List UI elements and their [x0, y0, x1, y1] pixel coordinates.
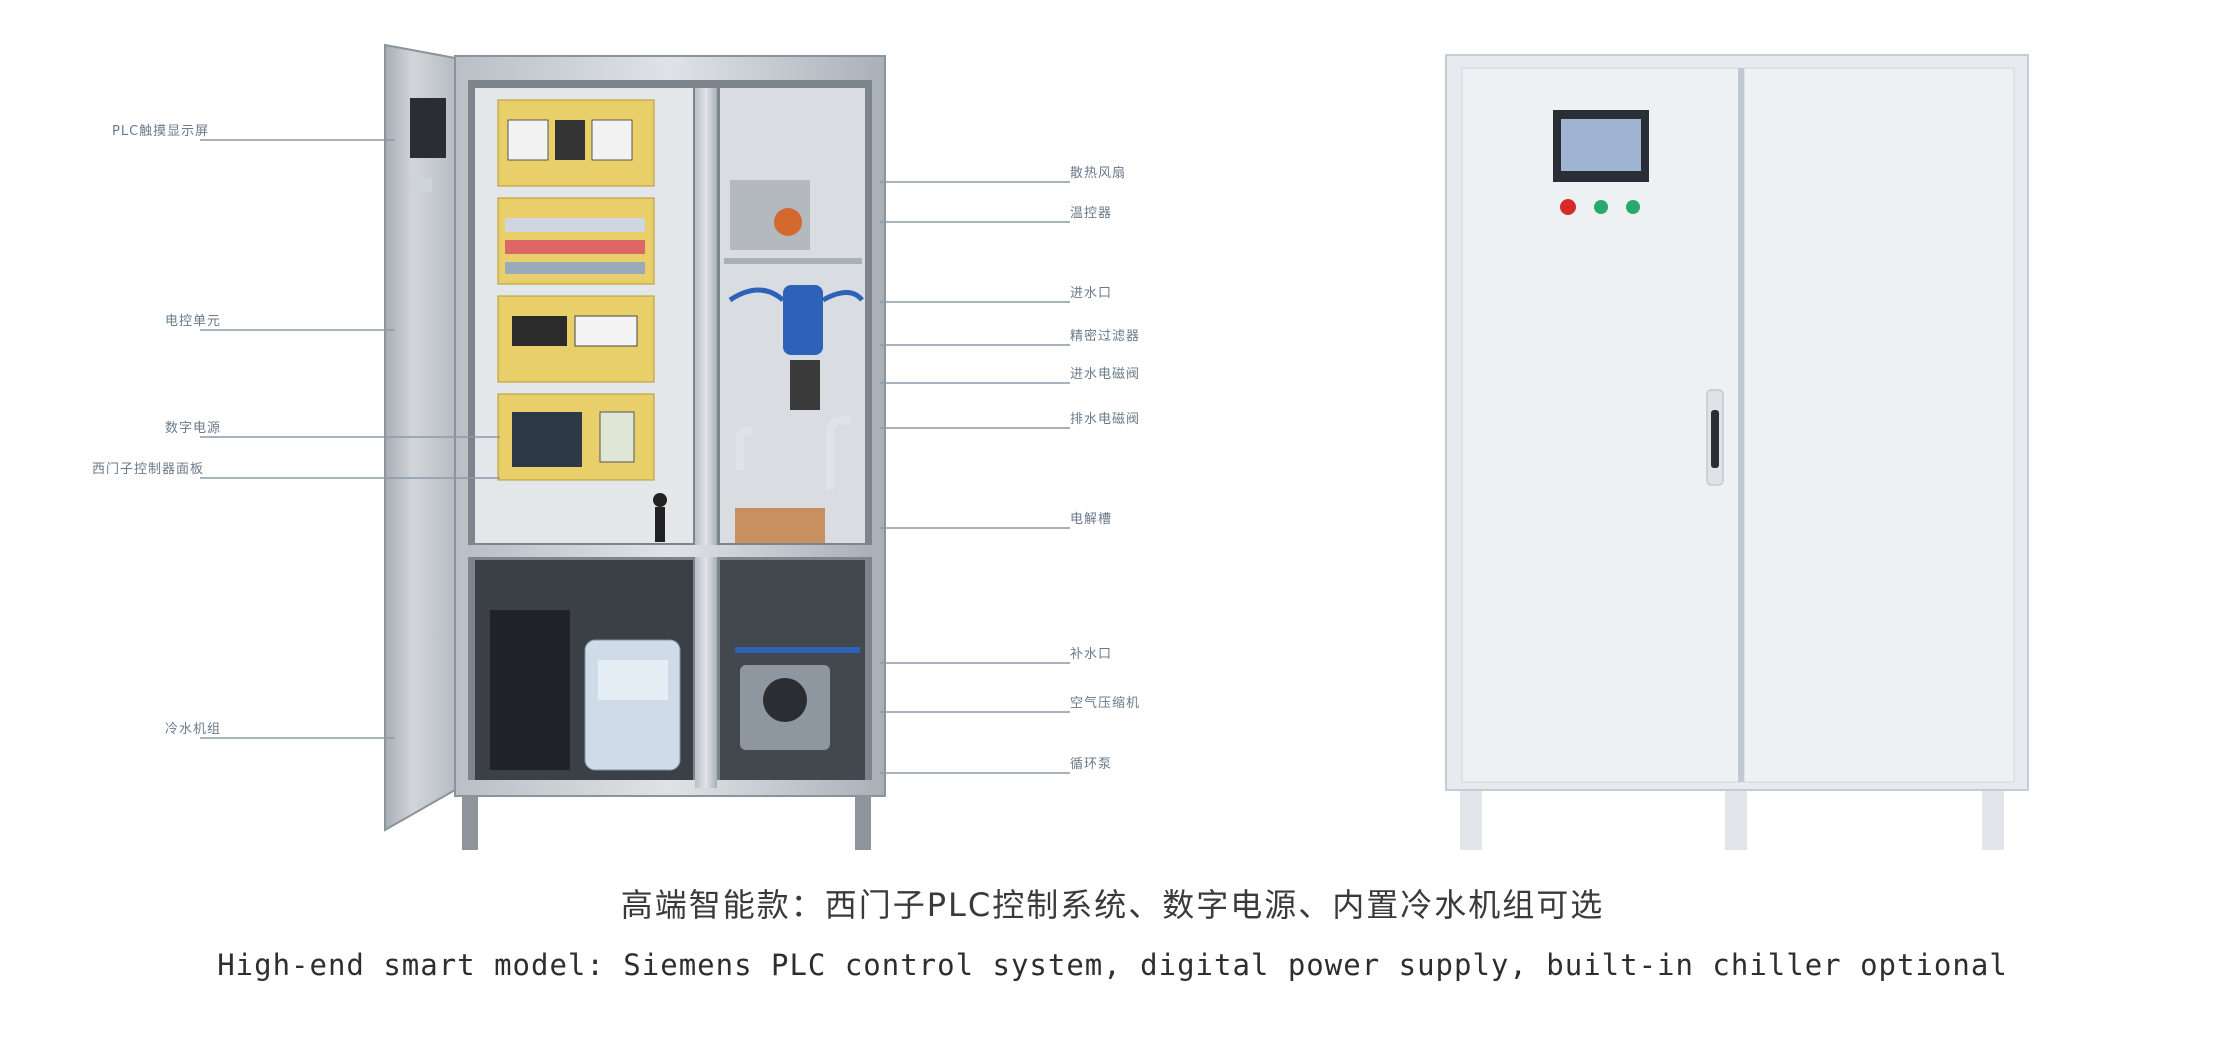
closed-cabinet [1445, 54, 2029, 850]
callout-air-compressor: 空气压缩机 [1070, 696, 1141, 711]
red-indicator-icon [1560, 199, 1576, 215]
callout-electrolyzer: 电解槽 [1070, 512, 1113, 527]
green-indicator-icon-2 [1626, 200, 1640, 214]
caption-english: High-end smart model: Siemens PLC contro… [217, 948, 2008, 982]
callout-electric-control: 电控单元 [165, 314, 222, 329]
callout-chiller: 冷水机组 [165, 722, 222, 737]
callout-plc-touchscreen: PLC触摸显示屏 [112, 124, 210, 139]
callout-cooling-fan: 散热风扇 [1070, 166, 1127, 181]
callout-thermostat: 温控器 [1070, 206, 1113, 221]
callout-water-inlet: 进水口 [1070, 286, 1113, 301]
callout-refill-port: 补水口 [1070, 647, 1113, 662]
callout-inlet-valve: 进水电磁阀 [1070, 367, 1141, 382]
caption-chinese: 高端智能款：西门子PLC控制系统、数字电源、内置冷水机组可选 [620, 886, 1605, 924]
leader-lines [200, 139, 1070, 774]
callout-siemens-panel: 西门子控制器面板 [92, 462, 205, 477]
callout-drain-valve: 排水电磁阀 [1070, 412, 1141, 427]
callout-digital-power: 数字电源 [165, 421, 222, 436]
callout-precision-filter: 精密过滤器 [1070, 329, 1141, 344]
callout-circulation-pump: 循环泵 [1070, 757, 1113, 772]
door-handle [1711, 410, 1719, 468]
open-cabinet [384, 43, 886, 850]
green-indicator-icon [1594, 200, 1608, 214]
